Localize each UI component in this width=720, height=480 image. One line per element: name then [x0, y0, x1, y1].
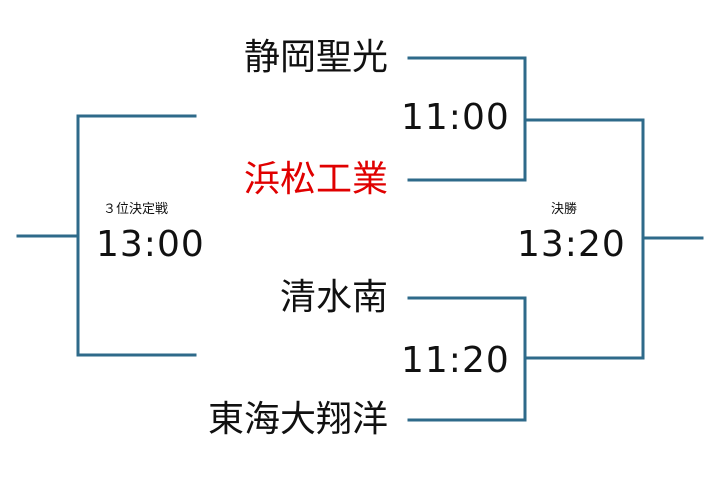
final-label: 決勝 [551, 202, 578, 217]
final-time: 13:20 [517, 224, 626, 265]
semifinal-2-time: 11:20 [401, 340, 510, 381]
team-hamamatsu-kogyo-highlighted: 浜松工業 [243, 159, 388, 200]
third-place-time: 13:00 [96, 224, 205, 265]
team-shimizu-minami: 清水南 [279, 277, 388, 318]
team-tokai-dai-shoyo: 東海大翔洋 [207, 399, 388, 440]
third-place-label: ３位決定戦 [103, 202, 169, 217]
semifinal-1-time: 11:00 [401, 97, 510, 138]
team-shizuoka-seiko: 静岡聖光 [243, 37, 388, 78]
